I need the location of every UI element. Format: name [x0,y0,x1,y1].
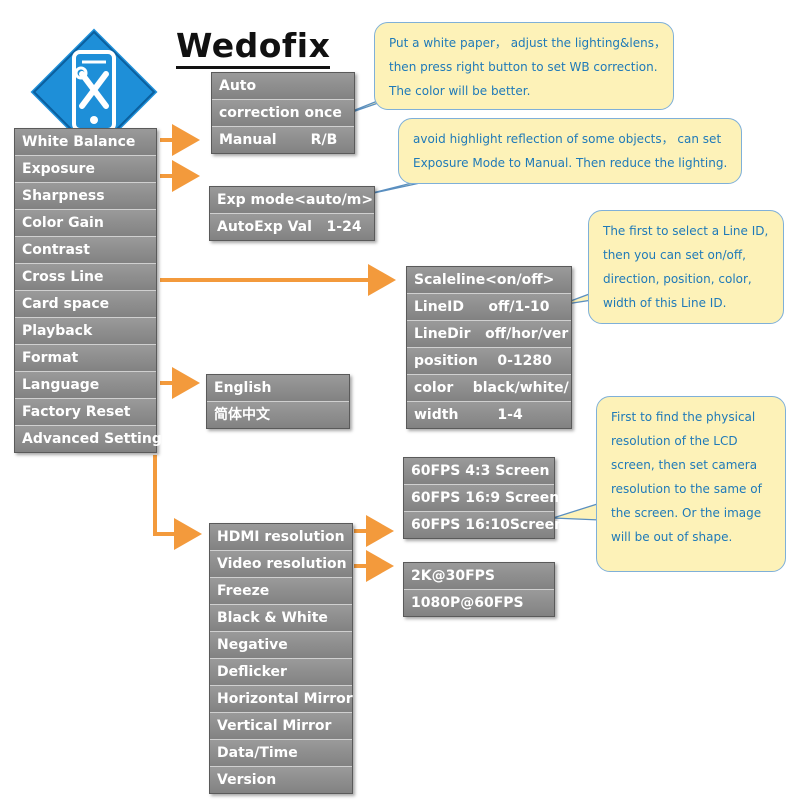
callout-exposure: avoid highlight reflection of some objec… [398,118,742,184]
callout-line: the screen. Or the image [611,506,762,520]
main-menu-item[interactable]: Factory Reset [15,399,156,426]
callout-line: The color will be better. [389,84,531,98]
white-balance-item[interactable]: Manual R/B [212,127,354,153]
cross-line-item[interactable]: width 1-4 [407,402,571,428]
white-balance-item[interactable]: correction once [212,100,354,127]
brand-name: Wedofix [176,26,331,69]
exposure-item[interactable]: Exp mode<auto/m> [210,187,374,214]
main-menu-item[interactable]: Advanced Setting [15,426,162,452]
main-menu-item[interactable]: Format [15,345,156,372]
exposure-item[interactable]: AutoExp Val 1-24 [210,214,374,240]
cross-line-item[interactable]: Scaleline<on/off> [407,267,571,294]
callout-cross-line: The first to select a Line ID, then you c… [588,210,784,324]
language-item[interactable]: 简体中文 [207,402,349,428]
advanced-setting-item[interactable]: Horizontal Mirror [210,686,353,713]
advanced-setting-item[interactable]: Video resolution [210,551,352,578]
video-resolution-item[interactable]: 1080P@60FPS [404,590,554,616]
callout-line: direction, position, color, [603,272,752,286]
video-resolution-item[interactable]: 2K@30FPS [404,563,554,590]
callout-white-balance: Put a white paper， adjust the lighting&l… [374,22,674,110]
callout-line: width of this Line ID. [603,296,727,310]
advanced-setting-item[interactable]: Vertical Mirror [210,713,352,740]
main-menu-item[interactable]: Card space [15,291,156,318]
main-menu-item[interactable]: Exposure [15,156,156,183]
arrow-advanced [153,455,202,550]
cross-line-item[interactable]: LineID off/1-10 [407,294,571,321]
main-menu-item[interactable]: White Balance [15,129,156,156]
callout-line: resolution to the same of [611,482,762,496]
callout-line: then you can set on/off, [603,248,746,262]
advanced-setting-item[interactable]: Freeze [210,578,352,605]
callout-line: The first to select a Line ID, [603,224,769,238]
main-menu-item[interactable]: Sharpness [15,183,156,210]
language-item[interactable]: English [207,375,349,402]
white-balance-item[interactable]: Auto [212,73,354,100]
main-menu-item[interactable]: Color Gain [15,210,156,237]
advanced-setting-item[interactable]: Deflicker [210,659,352,686]
main-menu-item[interactable]: Contrast [15,237,156,264]
advanced-setting-item[interactable]: Version [210,767,352,793]
advanced-setting-item[interactable]: Negative [210,632,352,659]
callout-line: resolution of the LCD [611,434,738,448]
main-menu-item[interactable]: Language [15,372,156,399]
callout-line: will be out of shape. [611,530,733,544]
advanced-setting-item[interactable]: Black & White [210,605,352,632]
main-menu-item[interactable]: Cross Line [15,264,156,291]
hdmi-resolution-item[interactable]: 60FPS 16:9 Screen [404,485,559,512]
advanced-setting-item[interactable]: Data/Time [210,740,352,767]
main-menu-item[interactable]: Playback [15,318,156,345]
callout-line: First to find the physical [611,410,756,424]
cross-line-item[interactable]: LineDir off/hor/ver [407,321,571,348]
cross-line-item[interactable]: position 0-1280 [407,348,571,375]
hdmi-resolution-item[interactable]: 60FPS 4:3 Screen [404,458,554,485]
hdmi-resolution-item[interactable]: 60FPS 16:10Screen [404,512,564,538]
callout-hdmi-resolution: First to find the physical resolution of … [596,396,786,572]
callout-line: screen, then set camera [611,458,758,472]
callout-line: avoid highlight reflection of some objec… [413,132,722,146]
callout-line: Exposure Mode to Manual. Then reduce the… [413,156,728,170]
cross-line-item[interactable]: color black/white/ [407,375,571,402]
advanced-setting-item[interactable]: HDMI resolution [210,524,352,551]
callout-line: Put a white paper， adjust the lighting&l… [389,36,666,50]
callout-line: then press right button to set WB correc… [389,60,658,74]
exposure-submenu: Exp mode<auto/m>AutoExp Val 1-24 [209,186,375,241]
